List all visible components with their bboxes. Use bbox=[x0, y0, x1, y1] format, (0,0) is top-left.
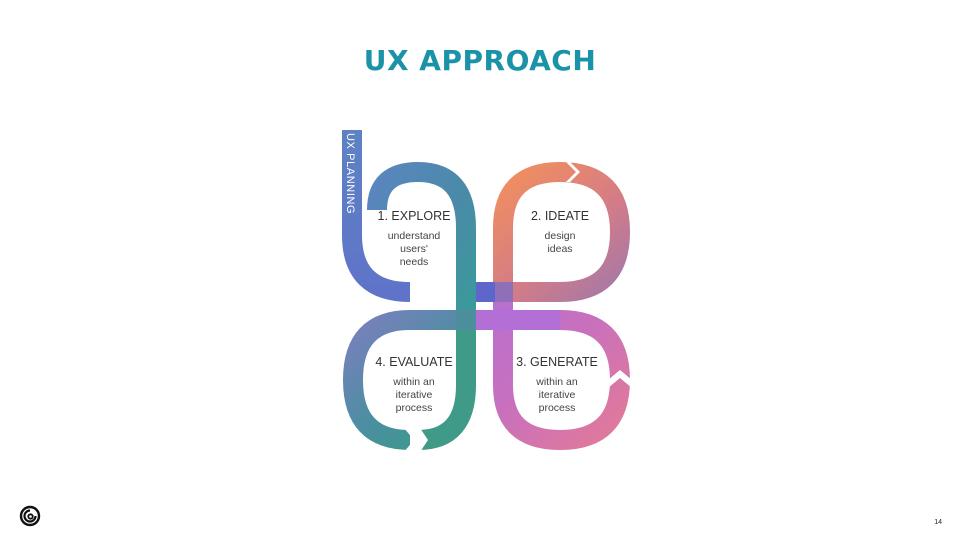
planning-label: UX PLANNING bbox=[344, 133, 356, 214]
generate-title: 3. GENERATE bbox=[516, 355, 598, 369]
evaluate-desc-line-1: within an bbox=[392, 376, 435, 388]
explore-arrow-notch bbox=[410, 281, 426, 303]
page-number: 14 bbox=[934, 519, 942, 526]
ideate-arrow-notch bbox=[566, 162, 580, 182]
slide-title: UX APPROACH bbox=[363, 44, 597, 77]
ideate-desc-line-2: ideas bbox=[547, 243, 572, 255]
generate-loop bbox=[470, 290, 632, 451]
explore-desc-line-2: users' bbox=[400, 243, 428, 255]
weave-crossing-lower-left bbox=[456, 310, 476, 330]
ideate-loop bbox=[480, 161, 631, 302]
generate-desc-line-1: within an bbox=[535, 376, 578, 388]
explore-desc-line-3: needs bbox=[400, 256, 429, 268]
generate-arrow-notch bbox=[608, 370, 632, 388]
generate-desc-line-2: iterative bbox=[539, 389, 576, 401]
ubisoft-swirl-icon bbox=[19, 505, 41, 527]
evaluate-title: 4. EVALUATE bbox=[375, 355, 452, 369]
evaluate-loop bbox=[342, 290, 490, 452]
evaluate-desc-line-3: process bbox=[396, 402, 433, 414]
ideate-title: 2. IDEATE bbox=[531, 209, 589, 223]
explore-desc-line-1: understand bbox=[388, 230, 441, 242]
ideate-desc-line-1: design bbox=[545, 230, 576, 242]
planning-bar bbox=[342, 130, 411, 302]
evaluate-desc-line-2: iterative bbox=[396, 389, 433, 401]
generate-desc-line-3: process bbox=[539, 402, 576, 414]
explore-title: 1. EXPLORE bbox=[378, 209, 451, 223]
evaluate-arrow-notch bbox=[404, 428, 428, 452]
weave-crossing-upper-right bbox=[493, 282, 513, 302]
